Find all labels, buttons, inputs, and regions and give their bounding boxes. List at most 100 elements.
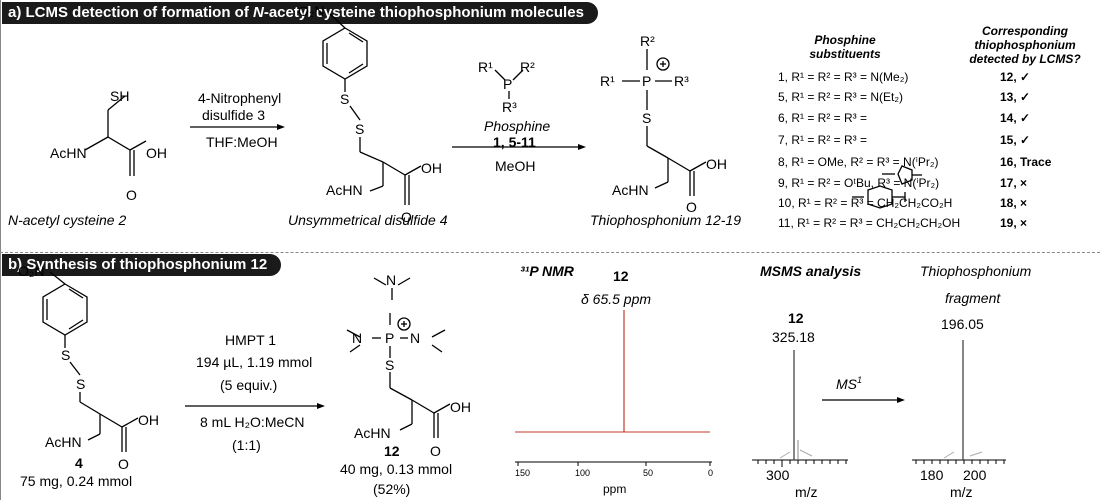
table-row-phosphine: 6, R¹ = R² = R³ = [778,111,868,125]
atom-oh: OH [146,145,167,161]
panel-divider [0,252,1100,253]
table-row-phosphine: 7, R¹ = R² = R³ = [778,133,868,147]
nmr-tick-50: 50 [643,468,653,478]
nmr-xlabel: ppm [603,482,626,496]
reagent-b-line5: (1:1) [232,437,261,453]
table-row-detected: 19, × [1000,216,1028,230]
thio-r1: R¹ [600,73,615,89]
panel-b-header: b) Synthesis of thiophosphonium 12 [2,254,282,276]
atom-s1-b: S [61,347,70,363]
ms2-noise [969,451,983,457]
phos-p: P [503,76,512,92]
phos-r1: R¹ [478,59,493,75]
table-row-detected: 12, ✓ [1000,70,1031,84]
reagent-b-line2: 194 µL, 1.19 mmol [196,354,312,370]
reagent-b-line4: 8 mL H₂O:MeCN [200,414,305,430]
product-number: 12 [384,443,400,459]
atom-s2-a: S [355,121,364,137]
atom-achn-b12: AcHN [354,425,391,441]
plus-charge-a [656,57,670,71]
pyrrolidine-icon [882,165,922,185]
table-row-detected: 15, ✓ [1000,133,1031,147]
fragment-title-2: fragment [945,290,1001,306]
phos-r2: R² [520,59,535,75]
table-row-detected: 13, ✓ [1000,90,1031,104]
compound-4b-structure [42,271,139,452]
ms1-noise [799,449,813,457]
reagent-b-line1: HMPT 1 [225,332,276,348]
msms-peak1-label: 325.18 [772,329,815,345]
atom-sh: SH [110,88,129,104]
compound-4-label: Unsymmetrical disulfide 4 [288,212,448,228]
ms1-xlabel: m/z [795,484,818,500]
reagent-1-line1: 4-Nitrophenyl [198,90,281,106]
left-border [0,0,1,500]
ms1-label: MS1 [836,375,862,392]
compound-4-structure [322,13,422,205]
ms2-noise [943,451,955,459]
table-row-phosphine: 11, R¹ = R² = R³ = CH₂CH₂CH₂OH [778,216,961,230]
table-row-phosphine: 9, R¹ = R² = OᵗBu, R³ = N(ⁱPr₂) [778,176,940,190]
thio-r3: R³ [674,73,689,89]
table-col1-header: Phosphine substituents [809,33,881,61]
atom-achn-4: AcHN [326,182,363,198]
ms1-spectrum [752,350,848,467]
table-col2-header: Corresponding thiophosphonium detected b… [969,24,1081,66]
ms1-tick-300: 300 [766,467,790,483]
nmr-tick-100: 100 [575,468,590,478]
nmr-spectrum [515,310,712,466]
reagent-b-line3: (5 equiv.) [220,377,277,393]
table-row-detected: 16, Trace [1000,155,1052,169]
piperazine-icon [852,185,906,209]
product-amount: 40 mg, 0.13 mmol [340,461,452,477]
nmr-tick-150: 150 [515,468,530,478]
thio-p: P [642,73,651,89]
atom-achn: AcHN [50,145,87,161]
atom-s-b12: S [385,357,394,373]
reagent-1-solvent: THF:MeOH [206,134,278,150]
panel-a-header: a) LCMS detection of formation of N-acet… [2,2,598,24]
compound-2-label: N-acetyl cysteine 2 [8,212,126,228]
atom-o2n-b: O₂N [18,263,44,279]
table-row-phosphine: 10, R¹ = R² = R³ = CH₂CH₂CO₂H [778,196,953,210]
compound-12-structure [346,277,451,438]
start-number: 4 [75,455,83,471]
table-row-detected: 18, × [1000,196,1028,210]
thiophosphonium-structure [622,49,707,196]
atom-o: O [126,187,137,203]
msms-compound: 12 [788,310,804,326]
table-row-phosphine: 8, R¹ = OMe, R² = R³ = N(ⁱPr₂) [778,155,939,169]
reagent-1-line2: disulfide 3 [202,107,265,123]
plus-charge-b [397,317,411,331]
atom-oh-4: OH [421,160,442,176]
product-yield: (52%) [373,481,410,497]
ms2-spectrum [912,340,1006,464]
atom-oh-b12: OH [450,399,471,415]
compound-12-19-label: Thiophosphonium 12-19 [590,212,741,228]
thio-oh: OH [706,156,727,172]
atom-p-b: P [385,330,394,346]
phos-r3: R³ [502,99,517,115]
atom-achn-b: AcHN [45,434,82,450]
table-row-detected: 14, ✓ [1000,111,1031,125]
atom-s2-b: S [76,376,85,392]
thio-achn: AcHN [612,182,649,198]
reagent-2-numbers: 1, 5-11 [493,134,536,150]
ms2-xlabel: m/z [950,484,973,500]
atom-n-right: N [410,330,420,346]
table-row-phosphine: 5, R¹ = R² = R³ = N(Et₂) [778,90,904,104]
atom-o-4: O [401,209,412,225]
ms2-tick-200: 200 [963,467,987,483]
atom-n-top: N [386,272,396,288]
nmr-tick-0: 0 [708,468,713,478]
fragment-peak-label: 196.05 [941,316,984,332]
reagent-2-label: Phosphine [484,118,550,134]
atom-n-left: N [352,330,362,346]
fragment-title-1: Thiophosphonium [920,263,1032,279]
atom-o2n-a: O₂N [298,3,324,19]
atom-s1-a: S [340,91,349,107]
atom-o-b: O [118,456,129,472]
nmr-compound: 12 [613,268,629,284]
nmr-title: ³¹P NMR [520,263,575,279]
